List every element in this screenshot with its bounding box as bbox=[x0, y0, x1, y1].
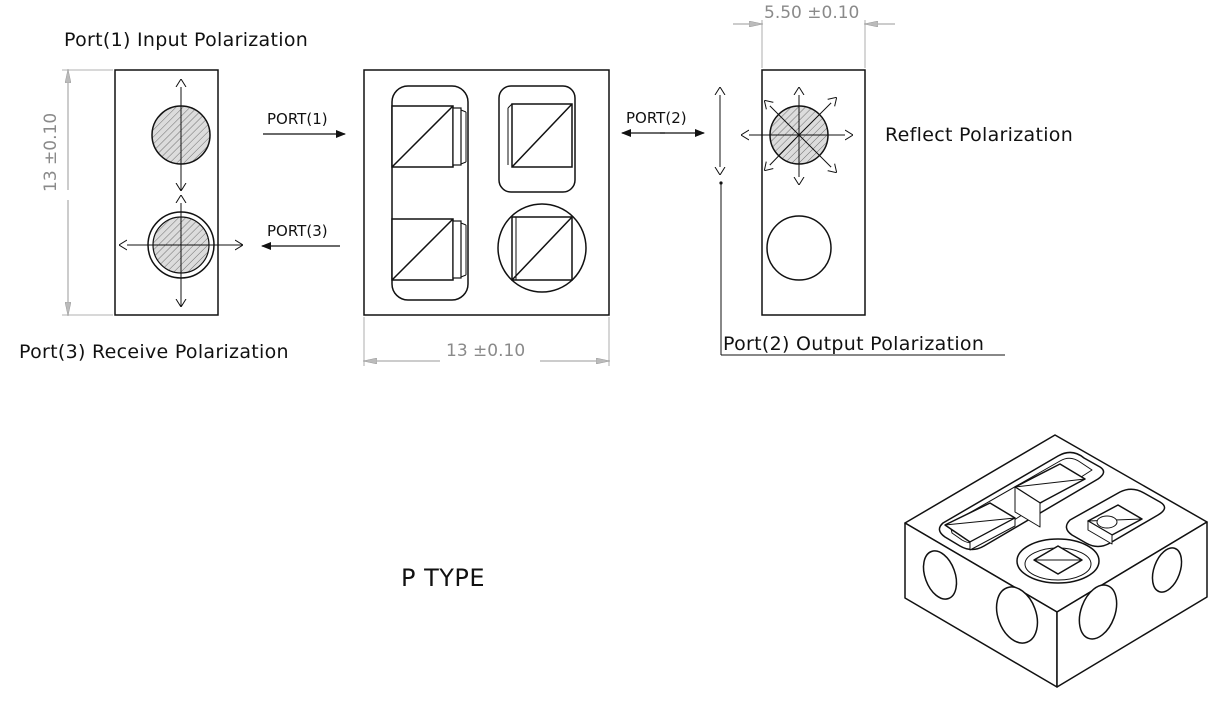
port2-output-polarization-label: Port(2) Output Polarization bbox=[723, 333, 985, 355]
type-label: P TYPE bbox=[401, 564, 486, 592]
height-dimension-label: 13 ±0.10 bbox=[41, 112, 61, 192]
port3-arrow-label: PORT(3) bbox=[267, 222, 328, 240]
top-width-dimension bbox=[733, 20, 895, 68]
top-width-dimension-label: 5.50 ±0.10 bbox=[764, 3, 860, 23]
port1-arrow-label: PORT(1) bbox=[267, 110, 328, 128]
height-dimension bbox=[62, 70, 113, 315]
reflect-polarization-label: Reflect Polarization bbox=[885, 124, 1074, 146]
reflect-aperture bbox=[766, 215, 832, 281]
port3-receive-polarization-label: Port(3) Receive Polarization bbox=[19, 341, 289, 363]
center-top-view bbox=[363, 69, 610, 316]
width-dimension-label: 13 ±0.10 bbox=[446, 341, 526, 361]
width-dimension bbox=[364, 317, 609, 366]
left-face-view bbox=[114, 69, 242, 316]
port1-input-polarization-label: Port(1) Input Polarization bbox=[64, 29, 309, 51]
isometric-block bbox=[904, 434, 1208, 688]
port2-arrow-label: PORT(2) bbox=[626, 109, 687, 127]
right-face-view bbox=[719, 69, 1005, 356]
